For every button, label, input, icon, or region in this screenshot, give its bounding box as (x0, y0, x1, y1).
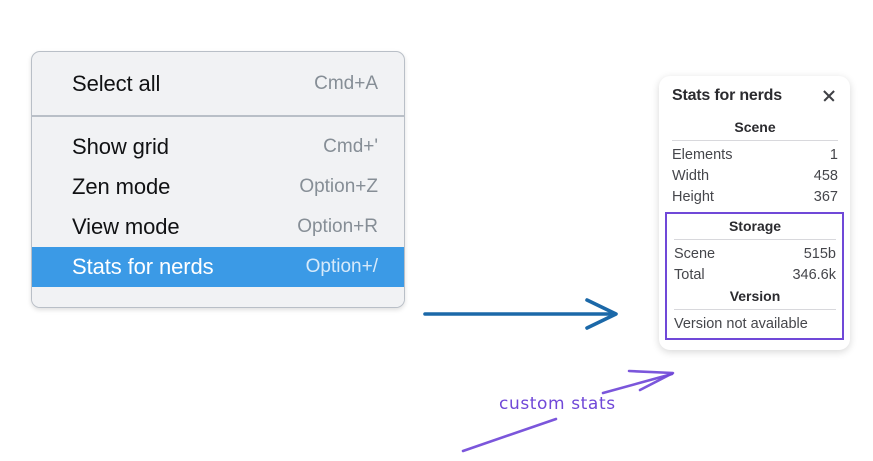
menu-item-label: Select all (72, 71, 161, 96)
menu-item-show-grid[interactable]: Show grid Cmd+' (32, 127, 404, 167)
purple-arrow-to-version (601, 369, 675, 395)
version-heading: Version (729, 288, 781, 304)
menu-section-1: Select all Cmd+A (32, 52, 404, 115)
stats-key: Width (672, 167, 710, 184)
stats-row-storage-total: Total 346.6k (674, 264, 836, 285)
custom-stats-highlight-box: Storage Scene 515b Total 346.6k Version … (665, 212, 844, 340)
menu-section-2: Show grid Cmd+' Zen mode Option+Z View m… (32, 115, 404, 307)
menu-item-label: View mode (72, 214, 180, 239)
panel-title: Stats for nerds (672, 87, 782, 104)
stats-value: 1 (829, 146, 838, 163)
menu-item-view-mode[interactable]: View mode Option+R (32, 207, 404, 247)
menu-item-shortcut: Option+Z (299, 176, 378, 197)
menu-item-label: Zen mode (72, 174, 171, 199)
stats-row-height: Height 367 (672, 186, 838, 207)
storage-section: Storage Scene 515b Total 346.6k (674, 215, 836, 285)
stats-value: 458 (813, 167, 838, 184)
menu-item-label: Stats for nerds (72, 254, 214, 279)
scene-heading: Scene (734, 119, 776, 135)
menu-item-shortcut: Option+R (297, 216, 378, 237)
stats-panel-header: Stats for nerds (672, 87, 838, 105)
storage-heading: Storage (728, 218, 782, 234)
context-menu[interactable]: Select all Cmd+A Show grid Cmd+' Zen mod… (31, 51, 405, 308)
custom-stats-annotation-label: custom stats (499, 394, 616, 414)
menu-item-shortcut: Cmd+' (323, 136, 378, 157)
stats-key: Height (672, 188, 714, 205)
menu-bottom-padding (32, 287, 404, 307)
divider (674, 309, 836, 310)
purple-tail-stroke (461, 417, 558, 453)
blue-arrow (423, 298, 618, 330)
stats-value: 515b (803, 245, 836, 262)
menu-item-zen-mode[interactable]: Zen mode Option+Z (32, 167, 404, 207)
stats-key: Elements (672, 146, 733, 163)
divider (672, 140, 838, 141)
stats-row-width: Width 458 (672, 165, 838, 186)
version-section: Version Version not available (674, 285, 836, 333)
stats-for-nerds-panel: Stats for nerds Scene Elements 1 Width 4… (659, 76, 850, 350)
menu-item-shortcut: Option+/ (305, 256, 378, 277)
stats-value: 346.6k (792, 266, 836, 283)
stats-value: 367 (813, 188, 838, 205)
divider (674, 239, 836, 240)
menu-item-label: Show grid (72, 134, 169, 159)
version-value: Version not available (674, 316, 808, 332)
menu-item-select-all[interactable]: Select all Cmd+A (32, 64, 404, 104)
scene-section: Scene Elements 1 Width 458 Height 367 (672, 116, 838, 207)
stats-row-storage-scene: Scene 515b (674, 243, 836, 264)
menu-item-stats-for-nerds[interactable]: Stats for nerds Option+/ (32, 247, 404, 287)
stats-row-elements: Elements 1 (672, 144, 838, 165)
stats-key: Total (674, 266, 705, 283)
stats-key: Scene (674, 245, 716, 262)
menu-item-shortcut: Cmd+A (314, 73, 378, 94)
close-icon[interactable] (821, 88, 837, 104)
